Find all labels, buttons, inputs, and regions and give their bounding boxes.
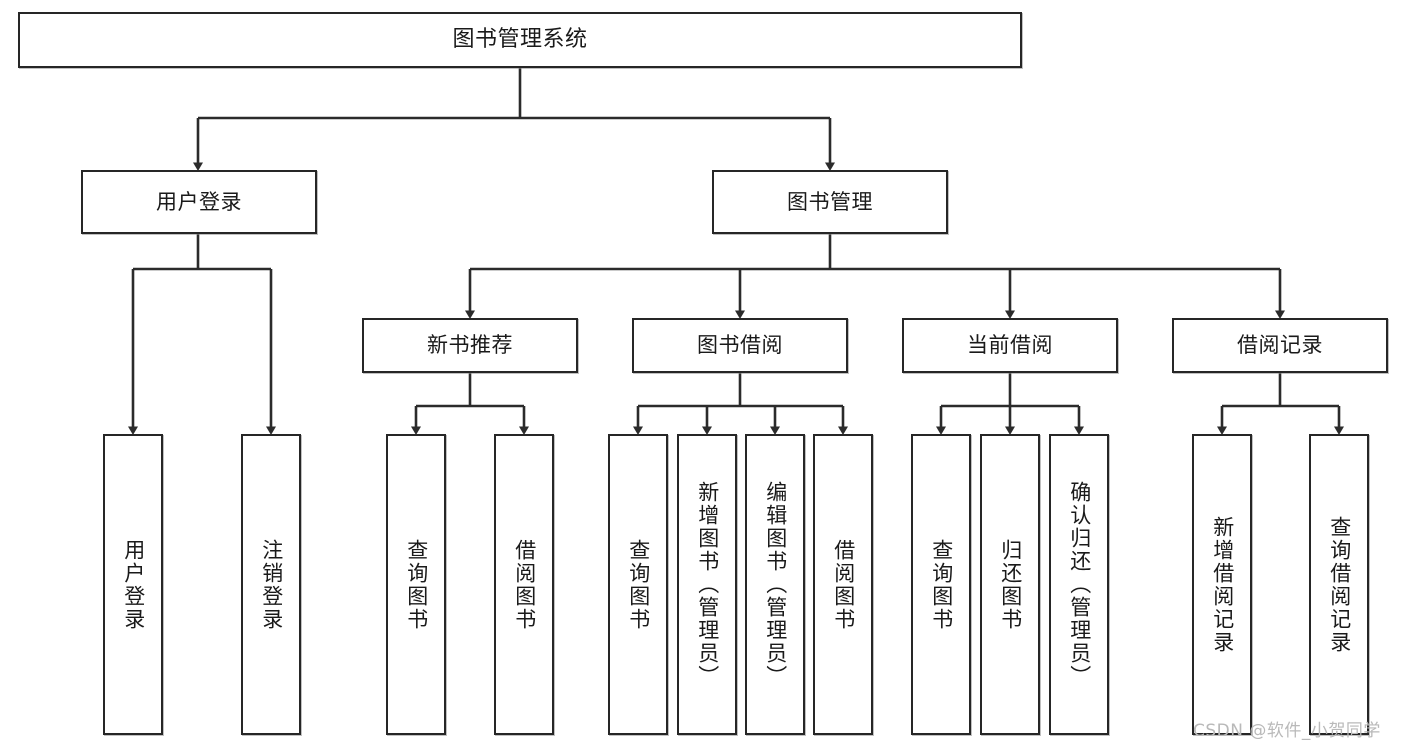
csdn-watermark: CSDN @软件_小贺同学	[1193, 721, 1381, 741]
leaf-book-borrow-query-book[interactable]: 查询图书	[608, 434, 668, 735]
leaf-user-login-logout[interactable]: 注销登录	[241, 434, 301, 735]
node-label: 借阅图书	[512, 538, 537, 631]
node-label: 当前借阅	[967, 333, 1053, 358]
node-label: 新书推荐	[427, 333, 513, 358]
node-label: 查询图书	[626, 538, 651, 631]
node-current-borrow[interactable]: 当前借阅	[902, 318, 1118, 373]
node-label: 新增图书（管理员）	[695, 481, 720, 688]
node-new-book-recommend[interactable]: 新书推荐	[362, 318, 578, 373]
node-label: 归还图书	[998, 538, 1023, 631]
leaf-book-borrow-borrow-book[interactable]: 借阅图书	[813, 434, 873, 735]
node-borrow-record[interactable]: 借阅记录	[1172, 318, 1388, 373]
node-label: 借阅记录	[1237, 333, 1323, 358]
node-label: 编辑图书（管理员）	[763, 481, 788, 688]
leaf-borrow-record-query-record[interactable]: 查询借阅记录	[1309, 434, 1369, 735]
leaf-current-borrow-query-book[interactable]: 查询图书	[911, 434, 971, 735]
node-label: 用户登录	[121, 538, 146, 631]
node-user-login[interactable]: 用户登录	[81, 170, 317, 234]
leaf-current-borrow-return-book[interactable]: 归还图书	[980, 434, 1040, 735]
leaf-borrow-record-add-record[interactable]: 新增借阅记录	[1192, 434, 1252, 735]
node-label: 借阅图书	[831, 538, 856, 631]
node-label: 查询图书	[929, 538, 954, 631]
leaf-user-login-login[interactable]: 用户登录	[103, 434, 163, 735]
node-root-book-management-system[interactable]: 图书管理系统	[18, 12, 1022, 68]
node-label: 新增借阅记录	[1210, 515, 1235, 654]
leaf-book-borrow-edit-book-admin[interactable]: 编辑图书（管理员）	[745, 434, 805, 735]
node-book-management[interactable]: 图书管理	[712, 170, 948, 234]
node-label: 注销登录	[259, 538, 284, 631]
leaf-book-borrow-add-book-admin[interactable]: 新增图书（管理员）	[677, 434, 737, 735]
node-label: 确认归还（管理员）	[1067, 481, 1092, 688]
node-label: 用户登录	[156, 189, 242, 214]
leaf-current-borrow-confirm-return-admin[interactable]: 确认归还（管理员）	[1049, 434, 1109, 735]
node-label: 图书管理系统	[452, 27, 588, 53]
node-label: 图书借阅	[697, 333, 783, 358]
node-label: 查询借阅记录	[1327, 515, 1352, 654]
node-label: 图书管理	[787, 189, 873, 214]
node-label: 查询图书	[404, 538, 429, 631]
leaf-new-book-query-book[interactable]: 查询图书	[386, 434, 446, 735]
leaf-new-book-borrow-book[interactable]: 借阅图书	[494, 434, 554, 735]
node-book-borrow[interactable]: 图书借阅	[632, 318, 848, 373]
